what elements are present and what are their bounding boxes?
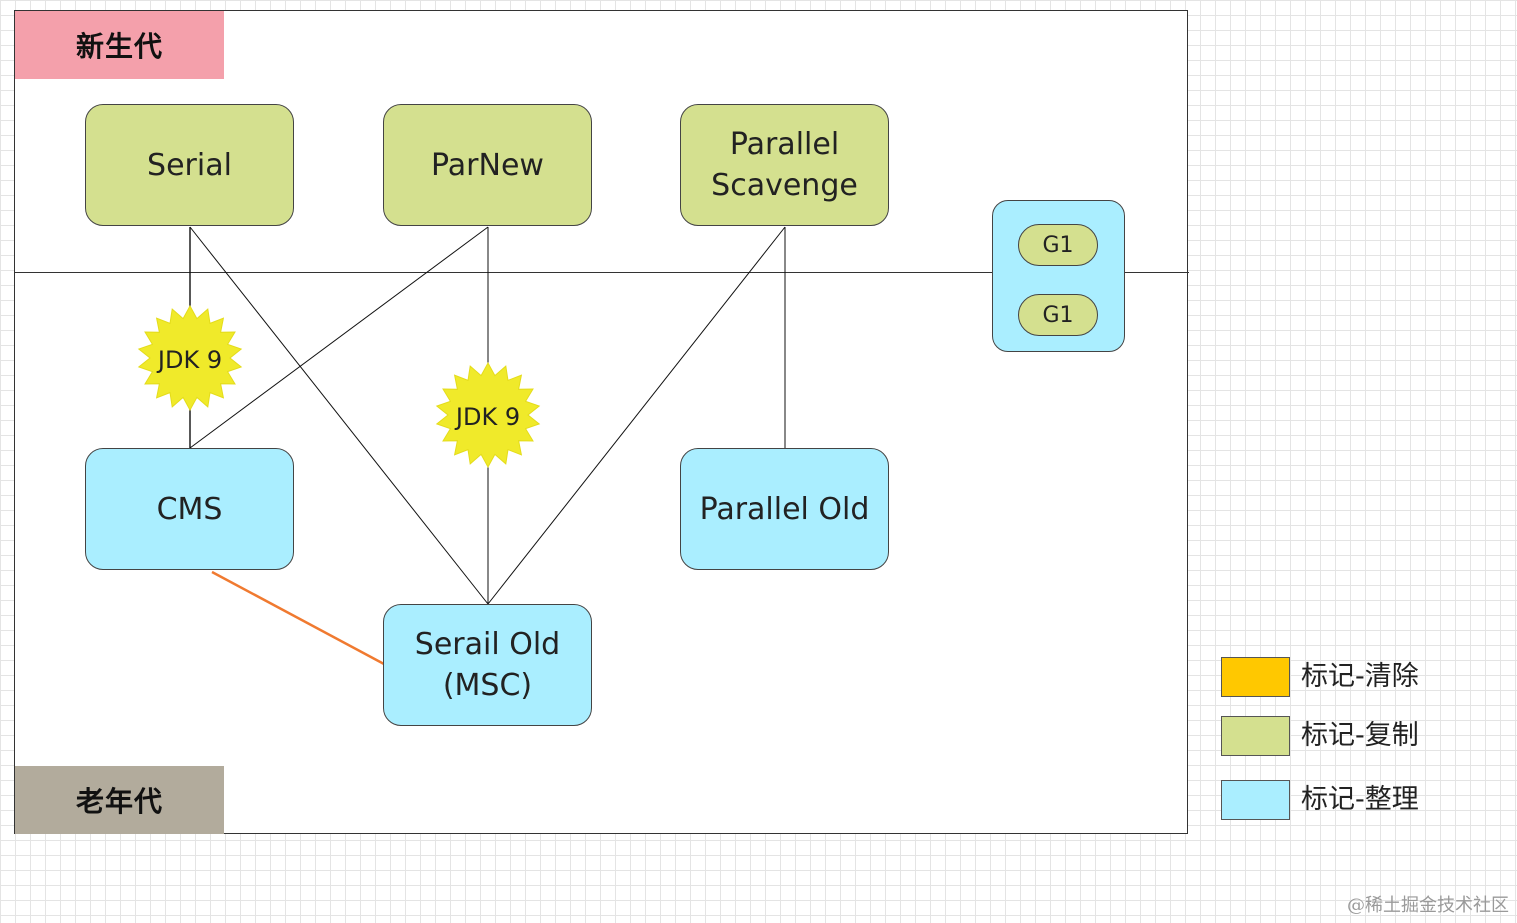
parallel-scavenge-collector[interactable]: Parallel Scavenge [680,104,889,226]
legend-label-mark-copy: 标记-复制 [1301,720,1419,751]
g1-young-region: G1 [1018,224,1098,266]
legend-swatch-mark-compact [1221,780,1290,820]
jdk9-badge-left-text: JDK 9 [156,346,222,374]
jdk9-badge-center-text: JDK 9 [454,403,520,431]
watermark: @稀土掘金技术社区 [1347,895,1509,916]
line-parallel-scavenge-serial-old [487,226,786,605]
g1-collector[interactable]: G1 G1 [992,200,1125,352]
generation-divider [14,272,1189,273]
legend-label-mark-compact: 标记-整理 [1301,784,1419,815]
jdk9-badge-center: JDK 9 [435,361,541,469]
cms-collector[interactable]: CMS [85,448,294,570]
young-generation-label: 新生代 [15,11,224,79]
line-parnew-cms [189,226,489,449]
old-generation-label: 老年代 [15,766,224,834]
jdk9-badge-left: JDK 9 [137,304,243,412]
legend-swatch-mark-copy [1221,716,1290,756]
legend-swatch-mark-sweep [1221,657,1290,697]
g1-old-region: G1 [1018,294,1098,336]
line-serial-serial-old [189,226,489,605]
legend-label-mark-sweep: 标记-清除 [1301,661,1419,692]
serial-old-collector[interactable]: Serail Old (MSC) [383,604,592,726]
serial-collector[interactable]: Serial [85,104,294,226]
parallel-old-collector[interactable]: Parallel Old [680,448,889,570]
line-cms-serial-old [211,570,385,666]
parnew-collector[interactable]: ParNew [383,104,592,226]
